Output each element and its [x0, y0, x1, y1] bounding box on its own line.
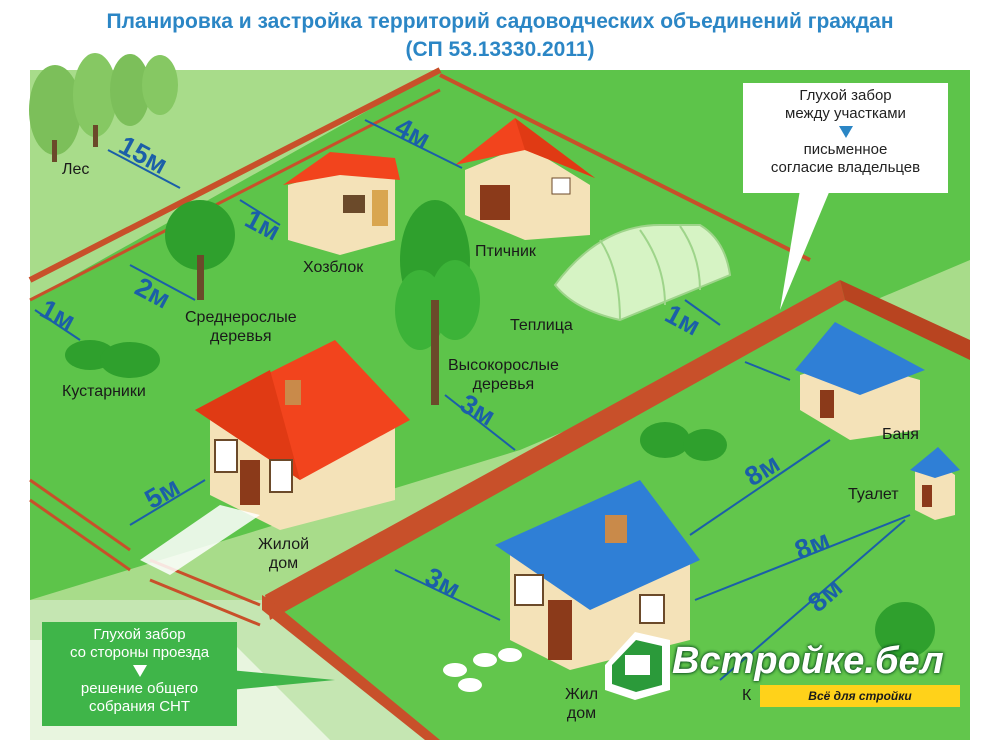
bushes-right — [640, 422, 727, 461]
callout-bottom-line1: Глухой забор — [93, 626, 186, 643]
label-greenhouse: Теплица — [510, 317, 573, 334]
label-house-1-line1: Жилой — [258, 536, 310, 553]
page-title: Планировка и застройка территорий садово… — [106, 10, 894, 33]
label-tall-trees: Высокорослые деревья — [448, 356, 559, 394]
stepping-stones — [443, 648, 522, 692]
callout-bottom-arrow-icon — [132, 665, 147, 677]
label-house-1: Жилой дом — [258, 535, 309, 573]
solid-fence-front — [262, 595, 440, 740]
tall-tree — [395, 200, 480, 405]
distance-arrows — [34, 119, 911, 681]
forest-trees — [29, 53, 178, 162]
medium-tree — [165, 200, 235, 300]
page-subtitle: (СП 53.13330.2011) — [405, 38, 595, 61]
label-toilet-partial: К — [742, 687, 752, 704]
callout-bottom-line2: со стороны проезда — [69, 644, 210, 661]
fence-right-diag — [439, 73, 811, 262]
label-tall-trees-line2: деревья — [472, 376, 535, 393]
bath-building — [795, 322, 925, 440]
greenhouse — [553, 224, 732, 322]
label-house-2-line2: дом — [566, 705, 597, 722]
fence-back — [28, 67, 442, 302]
logo-name: Встройке.бел — [672, 640, 944, 682]
label-shed: Хозблок — [303, 259, 364, 276]
callout-bottom-line4: собрания СНТ — [88, 698, 191, 715]
solid-fence-right — [840, 280, 970, 360]
poultry-building — [455, 118, 595, 240]
label-house-2: Жил дом — [565, 685, 598, 723]
callout-road-side-fence: Глухой забор со стороны проезда решение … — [42, 622, 237, 726]
callout-top-line1: Глухой забор — [799, 87, 892, 104]
callout-top-pointer — [780, 190, 830, 310]
house-2-building — [495, 480, 700, 670]
solid-fence-between-plots — [265, 280, 845, 620]
callout-top-line4: согласие владельцев — [770, 159, 921, 176]
label-forest: Лес — [62, 161, 90, 178]
callout-party-wall-fence: Глухой забор между участками письменное … — [743, 83, 948, 193]
label-medium-trees-line1: Среднерослые — [185, 309, 297, 326]
label-toilet: Туалет — [848, 486, 899, 503]
label-house-1-line2: дом — [268, 555, 299, 572]
bush-bottom-right — [875, 602, 935, 658]
bushes-left — [65, 340, 160, 378]
label-medium-trees-line2: деревья — [210, 328, 272, 345]
callout-bottom-line3: решение общего — [80, 680, 199, 697]
label-medium-trees: Среднерослые деревья — [185, 308, 297, 346]
shed-building — [283, 152, 400, 255]
label-tall-trees-line1: Высокорослые — [448, 357, 559, 374]
callout-top-line2: между участками — [785, 105, 906, 122]
label-poultry: Птичник — [475, 243, 536, 260]
toilet-building — [910, 447, 960, 520]
walkway — [140, 505, 260, 575]
label-bushes: Кустарники — [62, 383, 146, 400]
house-1-building — [195, 340, 410, 530]
callout-top-line3: письменное — [803, 141, 888, 158]
callout-bottom-pointer — [230, 670, 335, 690]
label-bath: Баня — [882, 426, 919, 443]
label-house-2-line1: Жил — [565, 686, 599, 703]
logo-tagline: Всё для стройки — [760, 686, 960, 706]
callout-top-arrow-icon — [838, 126, 853, 138]
